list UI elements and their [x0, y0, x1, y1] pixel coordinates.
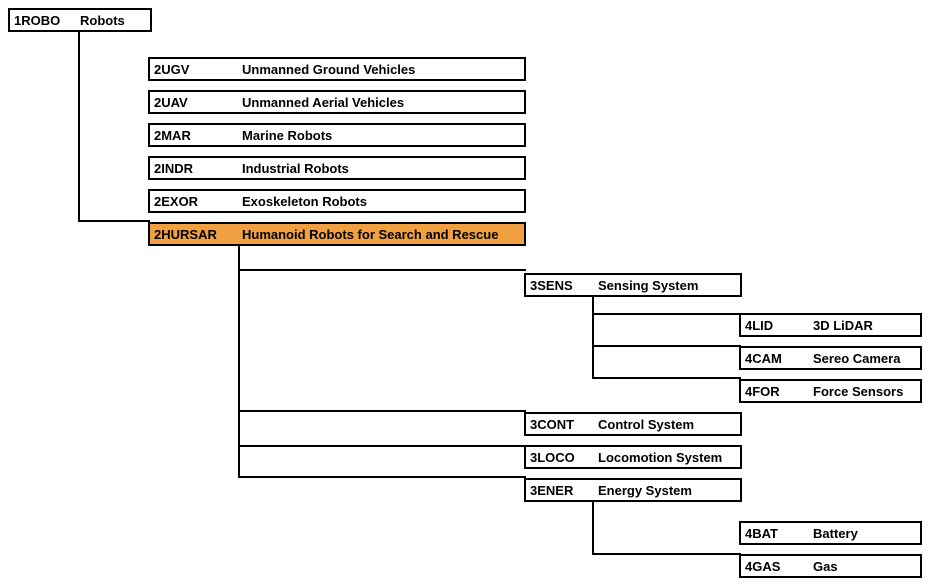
connector-line	[238, 269, 526, 271]
connector-line	[238, 246, 240, 478]
node-code: 4LID	[745, 317, 774, 333]
node-2ugv: 2UGV Unmanned Ground Vehicles	[148, 57, 526, 81]
node-2indr: 2INDR Industrial Robots	[148, 156, 526, 180]
connector-line	[592, 296, 594, 379]
node-label: Energy System	[598, 482, 692, 498]
node-label: Control System	[598, 416, 695, 432]
node-4lid: 4LID 3D LiDAR	[739, 313, 922, 337]
node-label: Industrial Robots	[242, 160, 349, 176]
node-label: Robots	[80, 12, 125, 28]
node-label: Battery	[813, 525, 858, 541]
node-code: 2EXOR	[154, 193, 199, 209]
node-label: Unmanned Aerial Vehicles	[242, 94, 405, 110]
node-code: 2INDR	[154, 160, 194, 176]
node-code: 4BAT	[745, 525, 778, 541]
connector-line	[592, 553, 741, 555]
node-label: Marine Robots	[242, 127, 333, 143]
node-code: 3ENER	[530, 482, 574, 498]
node-4for: 4FOR Force Sensors	[739, 379, 922, 403]
connector-line	[238, 410, 526, 412]
node-code: 2HURSAR	[154, 226, 217, 242]
node-code: 4GAS	[745, 558, 781, 574]
node-2hursar: 2HURSAR Humanoid Robots for Search and R…	[148, 222, 526, 246]
node-3sens: 3SENS Sensing System	[524, 273, 742, 297]
node-3ener: 3ENER Energy System	[524, 478, 742, 502]
node-label: Gas	[813, 558, 838, 574]
connector-line	[592, 501, 594, 555]
node-3loco: 3LOCO Locomotion System	[524, 445, 742, 469]
node-label: Exoskeleton Robots	[242, 193, 367, 209]
node-label: 3D LiDAR	[813, 317, 873, 333]
node-label: Humanoid Robots for Search and Rescue	[242, 226, 499, 242]
node-label: Locomotion System	[598, 449, 723, 465]
connector-line	[592, 345, 741, 347]
node-2mar: 2MAR Marine Robots	[148, 123, 526, 147]
node-2exor: 2EXOR Exoskeleton Robots	[148, 189, 526, 213]
node-code: 4FOR	[745, 383, 780, 399]
node-code: 2UGV	[154, 61, 190, 77]
node-code: 1ROBO	[14, 12, 61, 28]
node-label: Sensing System	[598, 277, 699, 293]
node-code: 2UAV	[154, 94, 188, 110]
node-4cam: 4CAM Sereo Camera	[739, 346, 922, 370]
node-code: 3SENS	[530, 277, 573, 293]
node-code: 4CAM	[745, 350, 782, 366]
node-code: 3CONT	[530, 416, 575, 432]
node-4gas: 4GAS Gas	[739, 554, 922, 578]
node-label: Force Sensors	[813, 383, 904, 399]
connector-line	[238, 476, 526, 478]
connector-line	[592, 377, 741, 379]
connector-line	[592, 313, 741, 315]
node-code: 2MAR	[154, 127, 191, 143]
node-code: 3LOCO	[530, 449, 575, 465]
node-label: Unmanned Ground Vehicles	[242, 61, 416, 77]
connector-line	[78, 220, 150, 222]
node-2uav: 2UAV Unmanned Aerial Vehicles	[148, 90, 526, 114]
node-4bat: 4BAT Battery	[739, 521, 922, 545]
connector-line	[78, 32, 80, 222]
node-label: Sereo Camera	[813, 350, 901, 366]
node-3cont: 3CONT Control System	[524, 412, 742, 436]
connector-line	[238, 445, 526, 447]
node-1robo: 1ROBO Robots	[8, 8, 152, 32]
